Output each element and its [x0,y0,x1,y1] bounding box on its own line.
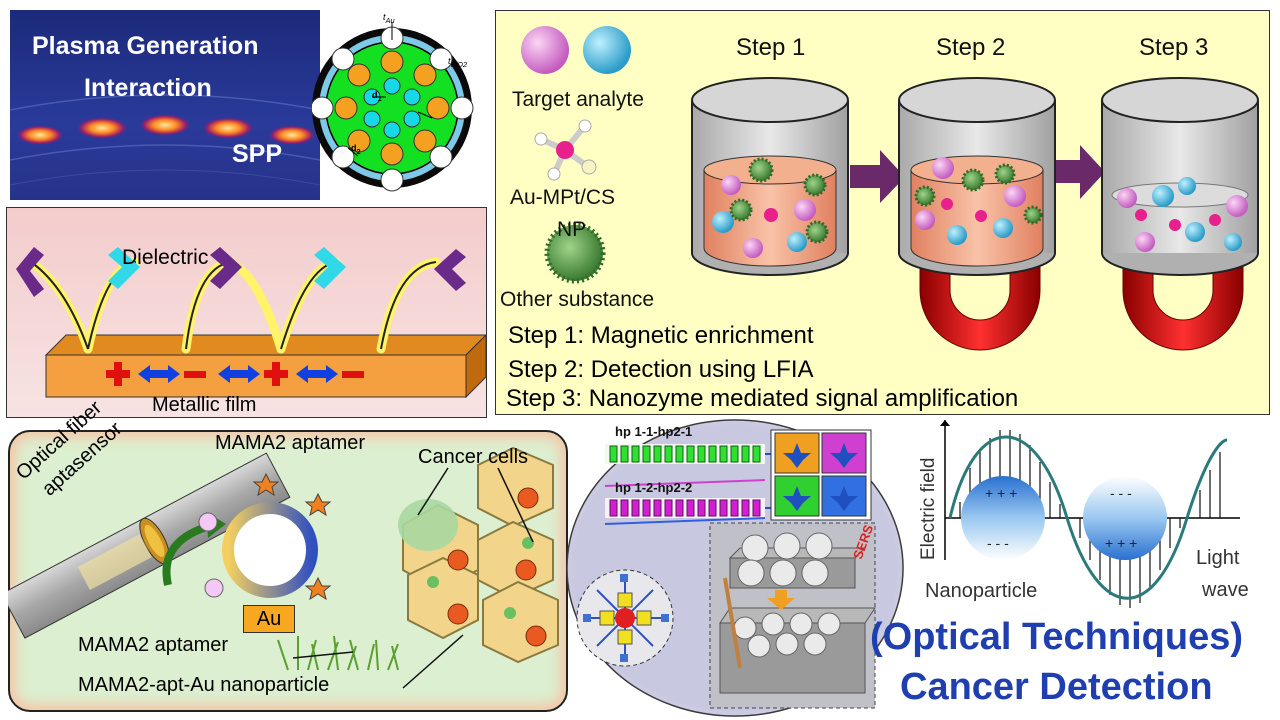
hp1-label: hp 1-1-hp2-1 [615,424,693,439]
plasma-waveguide-graphic [10,94,320,186]
mama2-aptamer-bottom-label: MAMA2 aptamer [78,634,229,656]
electric-field-label: Electric field [918,457,939,560]
step3-label: Step 3 [1139,34,1209,61]
t-au-label: tAu [383,12,395,25]
step2-description: Step 2: Detection using LFIA [508,356,814,383]
cancer-cells-label: Cancer cells [418,446,529,468]
au-label: Au [256,608,282,630]
d2-label: d2 [351,143,361,156]
metallic-film-label: Metallic film [152,394,257,416]
plasma-title-line2: Interaction [84,74,212,102]
d2-sub: 2 [356,146,361,156]
plasma-panel: Plasma Generation Interaction SPP [10,10,320,200]
nanoparticle-wave-label: Nanoparticle [925,580,1038,602]
svg-text:+ + +: + + + [985,485,1017,501]
optical-techniques-title: (Optical Techniques) [870,616,1244,658]
t-sio2-sub: SiO2 [450,59,468,69]
au-box: Au [243,605,295,633]
svg-text:+ + +: + + + [1105,535,1137,551]
aptasensor-graphic [8,446,559,689]
t-sio2-label: tSiO2 [448,56,467,69]
step1-description: Step 1: Magnetic enrichment [508,322,814,349]
t-sio2-letter: t [448,56,451,66]
fiber-cross-section [312,22,474,192]
sers-graphic [566,419,904,717]
other-substance-label: Other substance [500,288,655,311]
step1-label: Step 1 [736,34,806,61]
cancer-detection-title: Cancer Detection [900,666,1213,708]
t-au-letter: t [383,12,386,22]
svg-text:- - -: - - - [1110,485,1132,501]
mama2-aptamer-top-label: MAMA2 aptamer [215,432,366,454]
au-mpt-label: Au-MPt/CS [510,186,616,209]
target-analyte-label: Target analyte [512,88,644,111]
spp-field-graphic [16,247,487,399]
d1-sub: 1 [377,93,382,103]
step2-label: Step 2 [936,34,1006,61]
d2-letter: d [351,143,357,153]
spp-label: SPP [232,140,283,168]
np-label: NP [557,218,587,241]
plasma-title-line1: Plasma Generation [32,32,259,60]
steps-graphic [521,26,1259,351]
wave-label: wave [1202,579,1249,601]
svg-text:- - -: - - - [987,535,1009,551]
light-wave-graphic: + + + - - - - - - + + + [940,420,1240,608]
d1-letter: d [372,90,378,100]
hp2-label: hp 1-2-hp2-2 [615,480,693,495]
light-label: Light [1196,547,1240,569]
nanoparticle-label: MAMA2-apt-Au nanoparticle [78,674,330,696]
step3-description: Step 3: Nanozyme mediated signal amplifi… [506,385,1019,412]
t-au-sub: Au [385,15,395,25]
dielectric-label: Dielectric [122,246,209,269]
d1-label: d1 [372,90,382,103]
